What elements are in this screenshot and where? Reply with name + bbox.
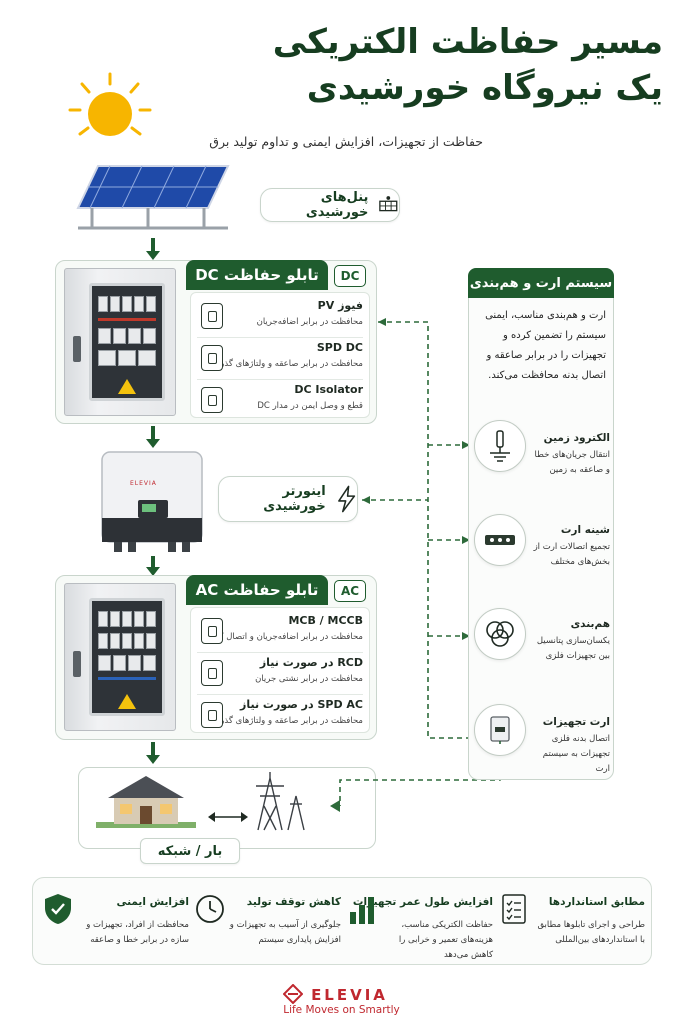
bonding-icon — [474, 608, 526, 660]
dc-item-desc: محافظت در برابر صاعقه و ولتاژهای گذرا — [217, 359, 363, 369]
page-title-line1: مسیر حفاظت الکتریکی — [272, 22, 663, 62]
solar-panel-icon — [379, 196, 398, 212]
house-image — [96, 776, 196, 828]
benefit-title: افزایش ایمنی — [116, 896, 189, 908]
lightning-icon — [337, 485, 355, 513]
benefit-downtime: کاهش توقف تولید جلوگیری از آسیب به تجهیز… — [191, 886, 341, 958]
ac-item-title: MCB / MCCB — [288, 614, 363, 627]
earthing-description: ارت و هم‌بندی مناسب، ایمنی سیستم را تضمی… — [485, 310, 606, 381]
dc-item-isolator: DC Isolator قطع و وصل ایمن در مدار DC — [197, 381, 363, 421]
rcd-icon — [201, 660, 223, 686]
dc-panel-header: تابلو حفاظت DC — [186, 260, 328, 290]
solar-panels-text: پنل‌های خورشیدی — [305, 190, 369, 220]
dc-cabinet-image — [64, 268, 176, 416]
mcb-icon — [201, 618, 223, 644]
ac-item-spd: SPD AC در صورت نیاز محافظت در برابر صاعق… — [197, 696, 363, 736]
earthing-item-desc: تجمیع اتصالات ارت از بخش‌های مختلف — [533, 542, 610, 567]
ac-item-title: SPD AC در صورت نیاز — [240, 698, 363, 711]
flow-arrow-1 — [146, 238, 160, 260]
benefit-desc: حفاظت الکتریکی مناسب، هزینه‌های تعمیر و … — [398, 920, 493, 960]
earthing-item-title: شینه ارت — [560, 524, 610, 536]
inverter-brand: ELEVIA — [130, 480, 157, 487]
benefit-safety: افزایش ایمنی محافظت از افراد، تجهیزات و … — [39, 886, 189, 958]
elevia-logo-icon — [283, 984, 303, 1004]
page-subtitle: حفاظت از تجهیزات، افزایش ایمنی و تداوم ت… — [209, 134, 483, 149]
ac-panel-header: تابلو حفاظت AC — [186, 575, 328, 605]
ac-item-desc: محافظت در برابر نشتی جریان — [255, 674, 363, 684]
shield-check-icon — [45, 894, 71, 924]
ac-item-desc: محافظت در برابر صاعقه و ولتاژهای گذرا — [217, 716, 363, 726]
dc-item-desc: محافظت در برابر اضافه‌جریان — [256, 317, 363, 327]
dc-item-desc: قطع و وصل ایمن در مدار DC — [257, 401, 363, 411]
ac-panel-list: MCB / MCCB محافظت در برابر اضافه‌جریان و… — [190, 607, 370, 733]
inverter-text: اینورتر خورشیدی — [263, 484, 326, 514]
earthing-item-desc: انتقال جریان‌های خطا و صاعقه به زمین — [534, 450, 610, 475]
benefit-lifespan: افزایش طول عمر تجهیزات حفاظت الکتریکی من… — [343, 886, 493, 960]
flow-arrow-4 — [146, 742, 160, 764]
equipment-earth-icon — [474, 704, 526, 756]
ground-electrode-icon — [474, 420, 526, 472]
benefit-title: افزایش طول عمر تجهیزات — [352, 896, 493, 908]
solar-panels-label: پنل‌های خورشیدی — [260, 188, 400, 222]
earthing-header: سیستم ارت و هم‌بندی — [468, 268, 614, 298]
benefit-desc: محافظت از افراد، تجهیزات و سازه در برابر… — [86, 920, 189, 945]
inverter-label: اینورتر خورشیدی — [218, 476, 358, 522]
fuse-icon — [201, 303, 223, 329]
bar-chart-icon — [350, 897, 374, 924]
benefit-desc: طراحی و اجرای تابلوها مطابق با استاندارد… — [537, 920, 645, 945]
spd-icon — [201, 345, 223, 371]
dc-tag: DC — [334, 265, 366, 287]
benefit-desc: جلوگیری از آسیب به تجهیزات و افزایش پاید… — [229, 920, 341, 945]
page-title-line2: یک نیروگاه خورشیدی — [306, 68, 663, 108]
clock-icon — [196, 895, 224, 923]
ac-tag: AC — [334, 580, 366, 602]
flow-arrow-3 — [146, 556, 160, 576]
earthing-item-desc: اتصال بدنه فلزی تجهیزات به سیستم ارت — [542, 734, 610, 774]
grid-label: بار / شبکه — [140, 838, 240, 864]
dc-item-title: DC Isolator — [294, 383, 363, 396]
footer-tagline: Life Moves on Smartly — [283, 1004, 400, 1016]
earthing-item-desc: یکسان‌سازی پتانسیل بین تجهیزات فلزی — [536, 636, 610, 661]
earth-busbar-icon — [474, 514, 526, 566]
ac-item-title: RCD در صورت نیاز — [259, 656, 363, 669]
benefit-standards: مطابق استانداردها طراحی و اجرای تابلوها … — [495, 886, 645, 958]
inverter-image — [101, 451, 203, 552]
benefits-bar: مطابق استانداردها طراحی و اجرای تابلوها … — [32, 877, 652, 965]
spd-icon — [201, 702, 223, 728]
checklist-icon — [502, 894, 526, 924]
dc-panel-list: فیوز PV محافظت در برابر اضافه‌جریان SPD … — [190, 292, 370, 418]
footer-brand: ELEVIA — [311, 986, 388, 1004]
flow-arrow-2 — [146, 426, 160, 448]
benefit-title: کاهش توقف تولید — [246, 896, 341, 908]
double-arrow-icon — [208, 812, 248, 822]
grid-text: بار / شبکه — [157, 843, 223, 859]
transmission-tower-image — [256, 772, 305, 831]
earthing-item-title: ارت تجهیزات — [542, 716, 610, 728]
ac-item-mcb: MCB / MCCB محافظت در برابر اضافه‌جریان و… — [197, 612, 363, 652]
benefit-title: مطابق استانداردها — [548, 896, 645, 908]
ac-item-rcd: RCD در صورت نیاز محافظت در برابر نشتی جر… — [197, 654, 363, 694]
earthing-item-title: هم‌بندی — [570, 618, 610, 630]
earthing-item-title: الکترود زمین — [543, 432, 610, 444]
solar-panel-array-image — [76, 165, 230, 230]
dc-item-title: فیوز PV — [317, 299, 363, 312]
ac-item-desc: محافظت در برابر اضافه‌جریان و اتصال کوتا… — [205, 632, 363, 642]
ac-cabinet-image — [64, 583, 176, 731]
sun-icon — [68, 72, 152, 136]
dc-item-title: SPD DC — [316, 341, 363, 354]
dc-item-spd: SPD DC محافظت در برابر صاعقه و ولتاژهای … — [197, 339, 363, 379]
isolator-icon — [201, 387, 223, 413]
dc-item-fuse: فیوز PV محافظت در برابر اضافه‌جریان — [197, 297, 363, 337]
